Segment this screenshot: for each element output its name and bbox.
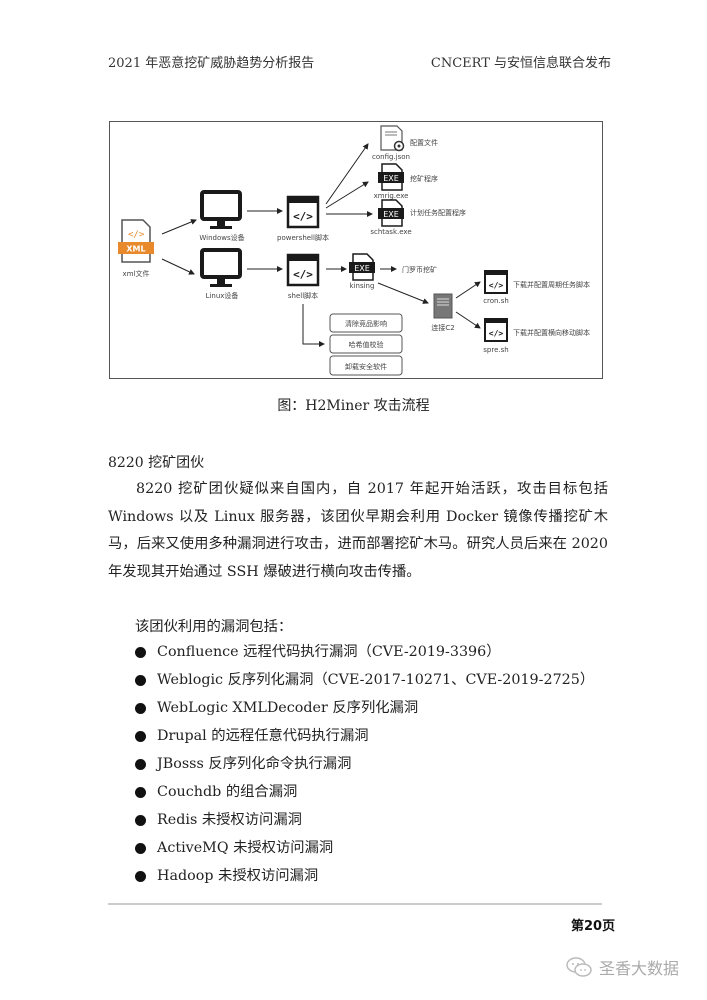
footer-divider xyxy=(108,903,602,905)
schtask-exe-label: schtask.exe xyxy=(370,228,411,236)
spre-sh-icon: </> xyxy=(484,318,508,342)
page-number: 第20页 xyxy=(571,919,616,934)
vulnerability-list: Confluence 远程代码执行漏洞（CVE-2019-3396） Weblo… xyxy=(135,641,594,893)
arrow-to-config xyxy=(325,143,369,205)
spre-desc: 下载并配置横向移动脚本 xyxy=(513,328,590,337)
cron-sh-icon: </> xyxy=(484,270,508,294)
action-box-clear-competitors: 清除竞品影响 xyxy=(329,313,403,333)
xmrig-exe-badge: EXE xyxy=(383,174,399,183)
bullet-icon xyxy=(135,731,146,742)
xml-file-label: xml文件 xyxy=(123,269,150,278)
xmrig-exe-icon: EXE xyxy=(378,163,404,191)
xml-file-icon: </> XML xyxy=(118,219,154,263)
kinsing-desc: 门罗币挖矿 xyxy=(402,265,437,274)
svg-text:</>: </> xyxy=(489,281,504,290)
bullet-icon xyxy=(135,647,146,658)
svg-text:</>: </> xyxy=(128,230,145,240)
list-item: Hadoop 未授权访问漏洞 xyxy=(135,865,594,893)
linux-monitor-icon xyxy=(200,248,242,287)
arrow-to-xmrig xyxy=(325,181,369,209)
vulnerabilities-intro: 该团伙利用的漏洞包括： xyxy=(135,619,293,635)
bullet-icon xyxy=(135,843,146,854)
bullet-icon xyxy=(135,871,146,882)
linux-device-label: Linux设备 xyxy=(206,291,239,300)
shell-script-icon: </> xyxy=(286,253,320,287)
arrow-kinsing-to-c2 xyxy=(377,282,429,304)
config-file-icon xyxy=(380,125,405,152)
schtask-desc: 计划任务配置程序 xyxy=(410,208,466,217)
bullet-icon xyxy=(135,815,146,826)
list-item: Drupal 的远程任意代码执行漏洞 xyxy=(135,725,594,753)
svg-text:</>: </> xyxy=(293,210,313,223)
figure-caption: 图：H2Miner 攻击流程 xyxy=(277,398,430,414)
xml-badge: XML xyxy=(126,245,145,254)
windows-device-label: Windows设备 xyxy=(199,233,244,242)
powershell-script-icon: </> xyxy=(286,195,320,229)
svg-text:卸载安全软件: 卸载安全软件 xyxy=(345,362,387,371)
list-item: JBosss 反序列化命令执行漏洞 xyxy=(135,753,594,781)
svg-text:</>: </> xyxy=(293,268,313,281)
list-item: Confluence 远程代码执行漏洞（CVE-2019-3396） xyxy=(135,641,594,669)
c2-label: 连接C2 xyxy=(431,323,454,332)
c2-server-icon xyxy=(433,293,453,319)
report-title-header: 2021 年恶意挖矿威胁趋势分析报告 xyxy=(108,56,315,71)
spre-sh-label: spre.sh xyxy=(483,346,508,354)
kinsing-exe-badge: EXE xyxy=(354,264,370,273)
bullet-icon xyxy=(135,703,146,714)
section-title: 8220 挖矿团伙 xyxy=(108,455,205,471)
publisher-header: CNCERT 与安恒信息联合发布 xyxy=(430,56,611,71)
list-item: Couchdb 的组合漏洞 xyxy=(135,781,594,809)
bullet-icon xyxy=(135,759,146,770)
svg-text:清除竞品影响: 清除竞品影响 xyxy=(345,319,387,328)
bullet-icon xyxy=(135,787,146,798)
arrow-xml-to-windows xyxy=(161,219,197,235)
watermark-text: 圣香大数据 xyxy=(599,959,680,978)
svg-text:</>: </> xyxy=(489,329,504,338)
svg-text:哈希值校验: 哈希值校验 xyxy=(349,340,384,349)
action-box-hash-check: 哈希值校验 xyxy=(329,334,403,354)
list-item: Redis 未授权访问漏洞 xyxy=(135,809,594,837)
list-item: ActiveMQ 未授权访问漏洞 xyxy=(135,837,594,865)
xmrig-exe-label: xmrig.exe xyxy=(374,192,409,200)
cron-sh-label: cron.sh xyxy=(483,297,509,305)
kinsing-label: kinsing xyxy=(350,282,375,290)
list-item: Weblogic 反序列化漏洞（CVE-2017-10271、CVE-2019-… xyxy=(135,669,594,697)
arrow-xml-to-linux xyxy=(161,258,195,275)
arrow-shell-to-actions xyxy=(302,304,325,347)
schtask-exe-badge: EXE xyxy=(383,210,399,219)
config-json-label: config.json xyxy=(372,153,410,161)
section-paragraph: 8220 挖矿团伙疑似来自国内，自 2017 年起开始活跃，攻击目标包括 Win… xyxy=(108,481,608,580)
kinsing-exe-icon: EXE xyxy=(349,253,375,281)
powershell-script-label: powershell脚本 xyxy=(277,233,329,242)
shell-script-label: shell脚本 xyxy=(288,291,318,300)
cron-desc: 下载并配置周期任务脚本 xyxy=(513,280,590,289)
bullet-icon xyxy=(135,675,146,686)
arrow-c2-to-spre xyxy=(455,311,481,329)
config-desc: 配置文件 xyxy=(410,138,438,147)
xmrig-desc: 挖矿程序 xyxy=(410,174,438,183)
windows-monitor-icon xyxy=(200,190,242,229)
list-item: WebLogic XMLDecoder 反序列化漏洞 xyxy=(135,697,594,725)
schtask-exe-icon: EXE xyxy=(378,199,404,227)
wechat-icon xyxy=(566,957,592,977)
arrow-c2-to-cron xyxy=(455,281,481,299)
h2miner-attack-flow-diagram: </> XML xml文件 Windows设备 Linux设备 </> xyxy=(109,121,603,379)
action-box-uninstall-security: 卸载安全软件 xyxy=(329,355,403,376)
watermark: 圣香大数据 xyxy=(565,955,679,979)
